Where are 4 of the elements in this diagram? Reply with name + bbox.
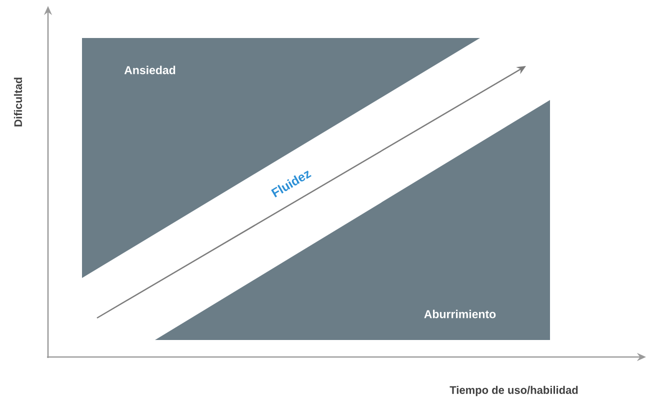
node-label: Ansiedad [124, 66, 176, 74]
node-label: Aburrimiento [424, 310, 496, 318]
axis-label: Tiempo de uso/habilidad [450, 386, 578, 396]
axis-label: Dificultad [14, 78, 22, 126]
